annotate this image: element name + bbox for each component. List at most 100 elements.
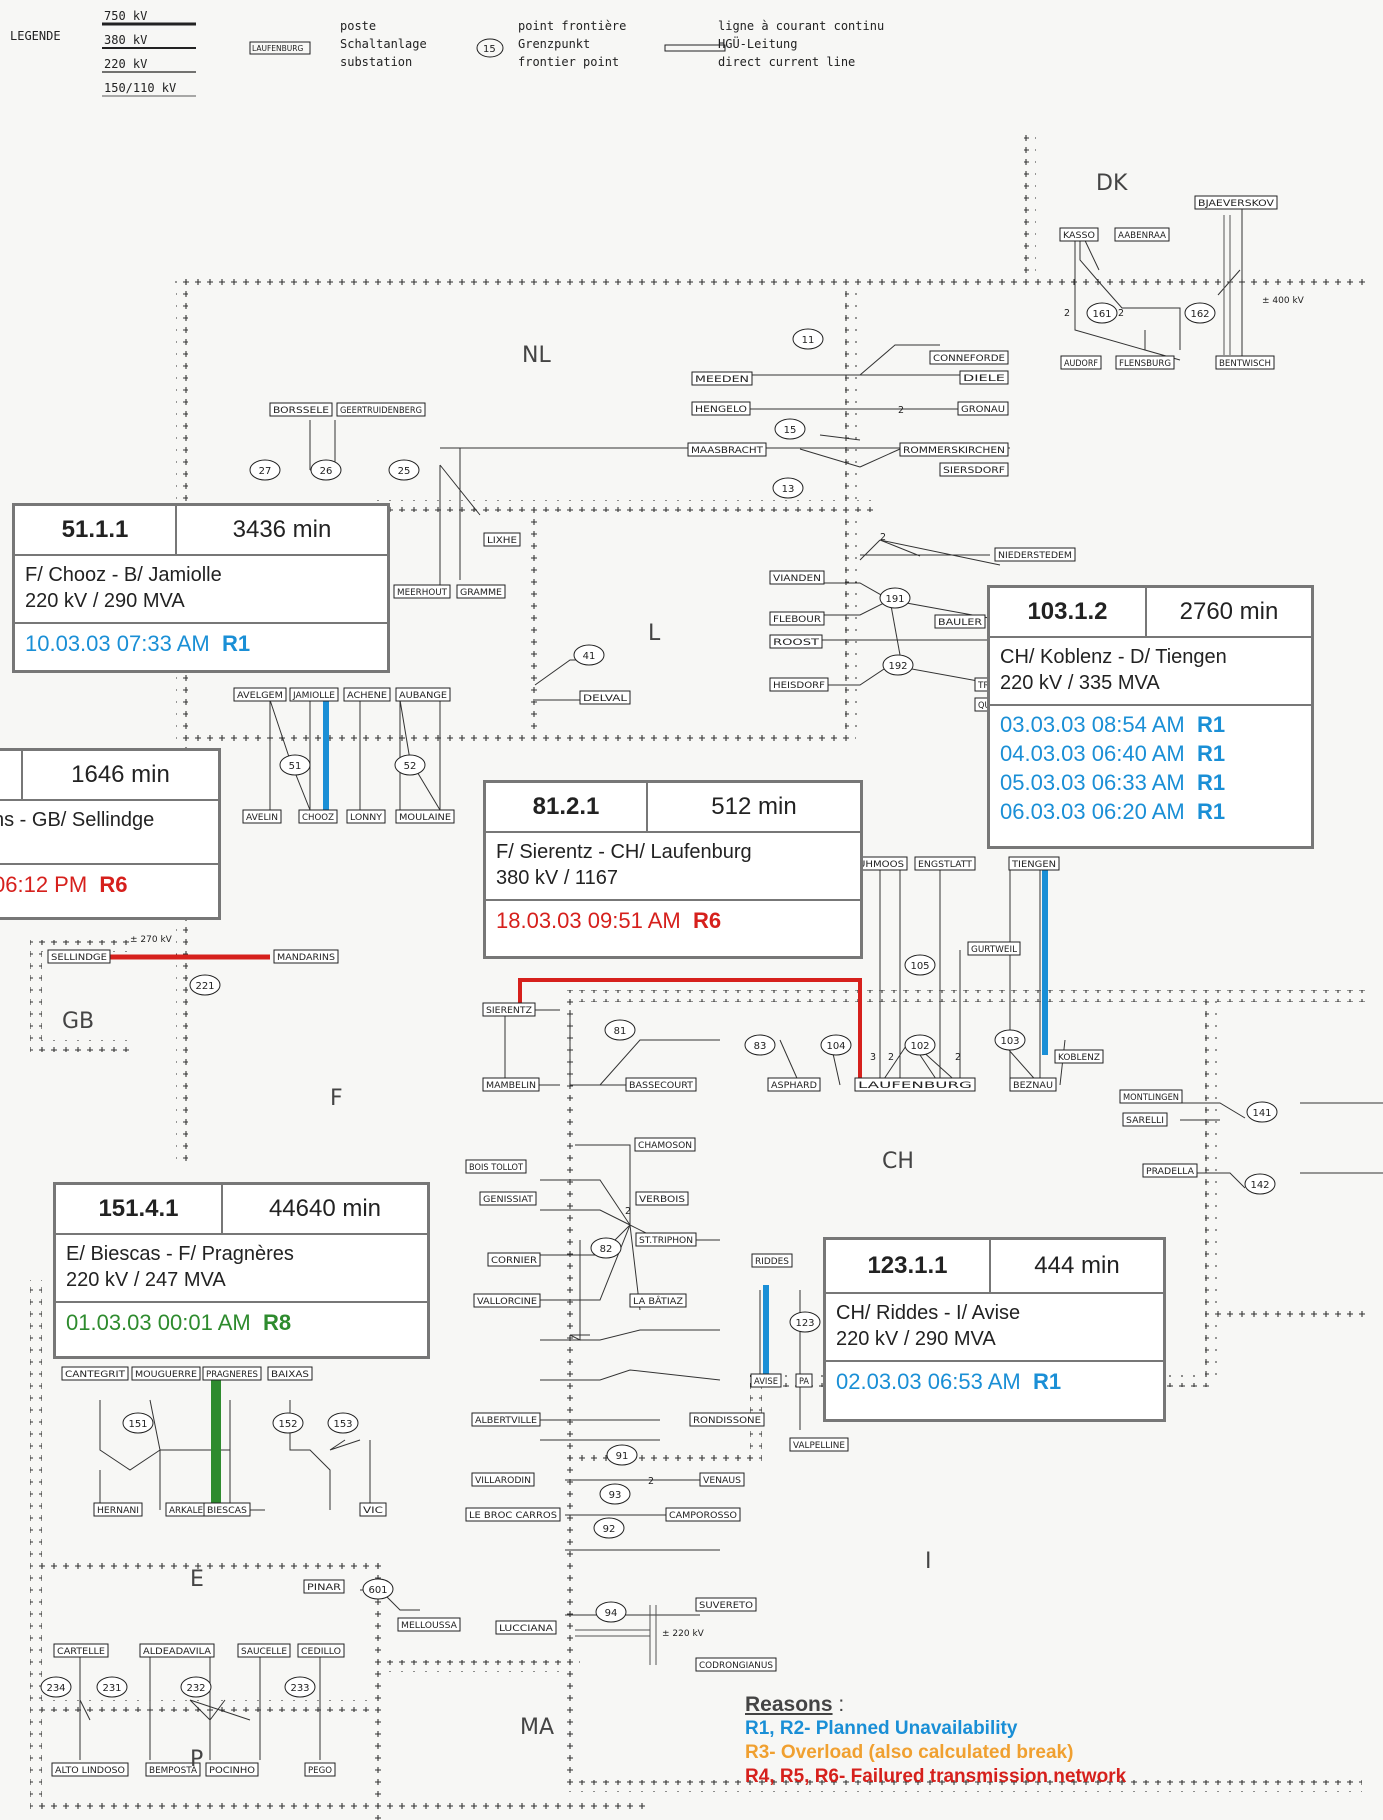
substation-genissiat[interactable]: GENISSIAT <box>479 1191 537 1206</box>
substation-boistollot[interactable]: BOIS TOLLOT <box>465 1159 527 1174</box>
substation-chooz[interactable]: CHOOZ <box>298 809 338 824</box>
substation-chamoson[interactable]: CHAMOSON <box>634 1137 696 1152</box>
substation-diele[interactable]: DIELE <box>959 370 1009 385</box>
substation-bjaeverskov[interactable]: BJAEVERSKOV <box>1194 195 1278 210</box>
frontier-point-233[interactable]: 233 <box>284 1676 316 1698</box>
frontier-point-52[interactable]: 52 <box>394 754 426 776</box>
substation-laufenburg[interactable]: LAUFENBURG <box>854 1077 976 1092</box>
substation-audorf[interactable]: AUDORF <box>1060 355 1102 370</box>
frontier-point-41[interactable]: 41 <box>573 644 605 666</box>
substation-vallorcine[interactable]: VALLORCINE <box>473 1293 541 1308</box>
substation-avelin[interactable]: AVELIN <box>242 809 282 824</box>
substation-engstlatt[interactable]: ENGSTLATT <box>914 856 976 871</box>
frontier-point-25[interactable]: 25 <box>388 459 420 481</box>
substation-valpelline[interactable]: VALPELLINE <box>789 1437 849 1452</box>
substation-sarelli[interactable]: SARELLI <box>1122 1112 1168 1127</box>
substation-niederstedem[interactable]: NIEDERSTEDEM <box>994 547 1076 562</box>
substation-lonny[interactable]: LONNY <box>346 809 386 824</box>
substation-vianden[interactable]: VIANDEN <box>769 570 825 585</box>
frontier-point-191[interactable]: 191 <box>879 587 911 609</box>
frontier-point-153[interactable]: 153 <box>327 1412 359 1434</box>
substation-mellous[interactable]: MELLOUSSA <box>397 1617 461 1632</box>
substation-venaus[interactable]: VENAUS <box>699 1472 745 1487</box>
substation-cedillo[interactable]: CEDILLO <box>297 1643 345 1658</box>
frontier-point-104[interactable]: 104 <box>820 1034 852 1056</box>
substation-gronau[interactable]: GRONAU <box>957 401 1009 416</box>
frontier-point-83[interactable]: 83 <box>744 1034 776 1056</box>
substation-altolindoso[interactable]: ALTO LINDOSO <box>51 1762 129 1777</box>
substation-jamiolle[interactable]: JAMIOLLE <box>289 687 339 702</box>
substation-sierentz[interactable]: SIERENTZ <box>482 1002 536 1017</box>
frontier-point-102[interactable]: 102 <box>904 1034 936 1056</box>
substation-bemposta[interactable]: BEMPOSTA <box>145 1762 201 1777</box>
frontier-point-601[interactable]: 601 <box>362 1578 394 1600</box>
frontier-point-161[interactable]: 161 <box>1086 302 1118 324</box>
substation-bentwisch[interactable]: BENTWISCH <box>1215 355 1275 370</box>
substation-bauler[interactable]: BAULER <box>934 614 986 629</box>
substation-albertville[interactable]: ALBERTVILLE <box>471 1412 541 1427</box>
substation-sttriphon[interactable]: ST.TRIPHON <box>635 1232 697 1247</box>
substation-avelgem[interactable]: AVELGEM <box>233 687 287 702</box>
substation-saucelle[interactable]: SAUCELLE <box>237 1643 291 1658</box>
substation-codrongianus[interactable]: CODRONGIANUS <box>695 1657 777 1672</box>
substation-pragneres[interactable]: PRAGNERES <box>202 1366 262 1381</box>
frontier-point-142[interactable]: 142 <box>1244 1173 1276 1195</box>
frontier-point-15[interactable]: 15 <box>774 418 806 440</box>
substation-moulaine[interactable]: MOULAINE <box>395 809 455 824</box>
frontier-point-231[interactable]: 231 <box>96 1676 128 1698</box>
substation-aldeadavila[interactable]: ALDEADAVILA <box>139 1643 215 1658</box>
substation-pocinho[interactable]: POCINHO <box>205 1762 259 1777</box>
frontier-point-123[interactable]: 123 <box>789 1311 821 1333</box>
frontier-point-221[interactable]: 221 <box>189 974 221 996</box>
frontier-point-81[interactable]: 81 <box>604 1019 636 1041</box>
frontier-point-51[interactable]: 51 <box>279 754 311 776</box>
frontier-point-93[interactable]: 93 <box>599 1483 631 1505</box>
substation-mandarins[interactable]: MANDARINS <box>273 949 339 964</box>
substation-gurtweil[interactable]: GURTWEIL <box>967 941 1021 956</box>
substation-borssele[interactable]: BORSSELE <box>269 402 333 417</box>
substation-tiengen[interactable]: TIENGEN <box>1008 856 1060 871</box>
substation-cantegrit[interactable]: CANTEGRIT <box>61 1366 129 1381</box>
substation-kasso[interactable]: KASSO <box>1059 227 1099 242</box>
substation-mambelin[interactable]: MAMBELIN <box>482 1077 540 1092</box>
frontier-point-13[interactable]: 13 <box>772 477 804 499</box>
substation-mouguerre[interactable]: MOUGUERRE <box>131 1366 201 1381</box>
substation-gramme[interactable]: GRAMME <box>456 584 506 599</box>
substation-lebroc[interactable]: LE BROC CARROS <box>465 1507 561 1522</box>
substation-sellindge[interactable]: SELLINDGE <box>47 949 111 964</box>
substation-avise[interactable]: AVISE <box>750 1373 782 1388</box>
frontier-point-234[interactable]: 234 <box>40 1676 72 1698</box>
frontier-point-105[interactable]: 105 <box>904 954 936 976</box>
frontier-point-91[interactable]: 91 <box>606 1444 638 1466</box>
frontier-point-92[interactable]: 92 <box>593 1517 625 1539</box>
substation-montlingen[interactable]: MONTLINGEN <box>1119 1089 1183 1104</box>
substation-meeden[interactable]: MEEDEN <box>691 371 753 386</box>
frontier-point-151[interactable]: 151 <box>122 1412 154 1434</box>
substation-biescas[interactable]: BIESCAS <box>203 1502 251 1517</box>
substation-pa[interactable]: PA <box>795 1373 813 1388</box>
frontier-point-162[interactable]: 162 <box>1184 302 1216 324</box>
substation-aubange[interactable]: AUBANGE <box>395 687 451 702</box>
frontier-point-82[interactable]: 82 <box>590 1237 622 1259</box>
frontier-point-94[interactable]: 94 <box>595 1601 627 1623</box>
substation-suvereto[interactable]: SUVERETO <box>695 1597 757 1612</box>
substation-pego[interactable]: PEGO <box>304 1762 336 1777</box>
frontier-point-141[interactable]: 141 <box>1246 1101 1278 1123</box>
substation-camporosso[interactable]: CAMPOROSSO <box>665 1507 741 1522</box>
substation-flebour[interactable]: FLEBOUR <box>769 611 825 626</box>
substation-villarodin[interactable]: VILLARODIN <box>471 1472 535 1487</box>
substation-labatiaz[interactable]: LA BÂTIAZ <box>629 1293 687 1308</box>
substation-achene[interactable]: ACHENE <box>343 687 391 702</box>
substation-lucciana[interactable]: LUCCIANA <box>495 1620 557 1635</box>
substation-siersdorf[interactable]: SIERSDORF <box>939 462 1009 477</box>
substation-roost[interactable]: ROOST <box>769 634 823 649</box>
substation-koblenz[interactable]: KOBLENZ <box>1054 1049 1104 1064</box>
frontier-point-103[interactable]: 103 <box>994 1029 1026 1051</box>
substation-rondissone[interactable]: RONDISSONE <box>689 1412 765 1427</box>
substation-hernani[interactable]: HERNANI <box>93 1502 143 1517</box>
frontier-point-11[interactable]: 11 <box>792 328 824 350</box>
